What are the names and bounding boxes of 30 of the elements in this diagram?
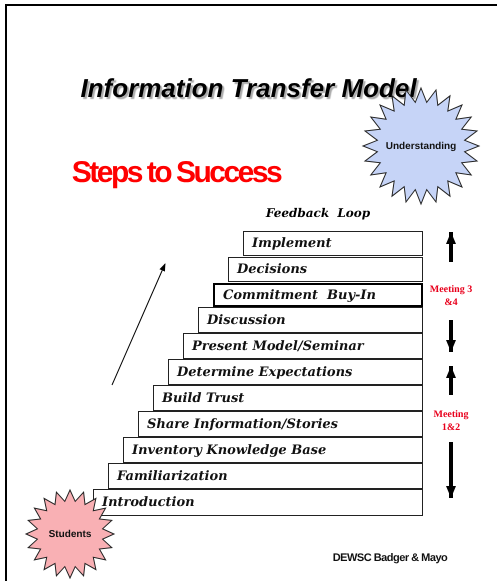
- step-label: Determine Expectations: [177, 364, 352, 380]
- step-box: [93, 489, 423, 516]
- step-label: Introduction: [102, 495, 195, 510]
- author-credit: DEWSC Badger & Mayo: [332, 552, 448, 564]
- meeting-note: Meeting 1&2: [432, 408, 470, 434]
- step-label: Implement: [252, 236, 332, 251]
- starburst-label: Understanding: [386, 140, 456, 152]
- step-box: [228, 257, 423, 282]
- meeting-note: Meeting 3 &4: [428, 283, 474, 309]
- step-box: [168, 359, 423, 385]
- step-box: [213, 283, 423, 307]
- step-label: Commitment Buy-In: [223, 288, 376, 302]
- step-label: Decisions: [237, 262, 308, 277]
- subtitle: Steps to Success: [70, 156, 282, 190]
- step-label: Familiarization: [117, 468, 228, 484]
- step-box: [243, 231, 423, 256]
- step-label: Present Model/Seminar: [192, 338, 364, 354]
- step-box: [183, 333, 423, 359]
- feedback-label: Feedback Loop: [264, 206, 372, 220]
- step-box: [198, 307, 423, 333]
- step-box: [108, 463, 423, 489]
- step-label: Discussion: [207, 312, 286, 328]
- step-box: [138, 411, 423, 437]
- step-label: Build Trust: [162, 390, 244, 406]
- title: Information Transfer Model: [79, 73, 418, 104]
- starburst-label: Students: [48, 528, 92, 540]
- step-label: Inventory Knowledge Base: [132, 442, 326, 458]
- step-box: [153, 385, 423, 411]
- step-label: Share Information/Stories: [147, 416, 338, 432]
- step-box: [123, 437, 423, 463]
